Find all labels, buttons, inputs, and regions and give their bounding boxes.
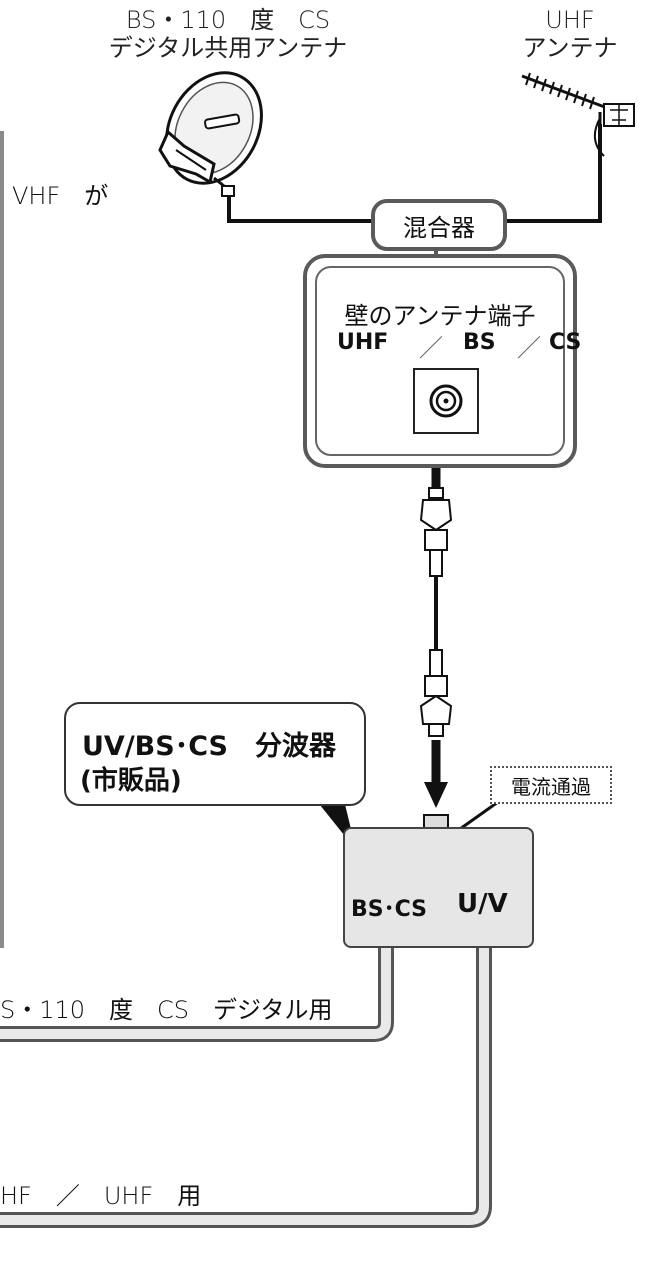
splitter-device: BS･CS U/V: [343, 827, 534, 948]
uhf-antenna-label: UHF アンテナ: [510, 6, 630, 62]
splitter-output-uv: U/V: [457, 889, 508, 919]
splitter-callout: UV/BS･CS 分波器 (市販品): [64, 702, 366, 806]
dish-antenna-label: BS・110 度 CS デジタル共用アンテナ: [82, 6, 374, 62]
yagi-antenna-icon: [521, 72, 635, 157]
wall-separator-2: ／: [517, 334, 541, 362]
dish-antenna-label-line1: BS・110 度 CS: [125, 6, 331, 34]
vhf-note: VHF が: [12, 182, 109, 210]
splitter-sub: (市販品): [80, 766, 182, 796]
left-divider-bar: [0, 131, 4, 948]
dish-antenna-label-line2: デジタル共用アンテナ: [108, 34, 348, 62]
wall-terminal-inner: 壁のアンテナ端子 UHF ／ BS ／ CS: [315, 266, 581, 456]
splitter-name: UV/BS･CS 分波器: [82, 731, 336, 762]
uhf-antenna-label-line2: アンテナ: [522, 34, 618, 62]
wall-bs-label: BS: [463, 330, 496, 355]
wall-cs-label: CS: [549, 330, 582, 355]
arrow-down-icon: [424, 740, 448, 808]
current-pass-tag: 電流通過: [490, 766, 612, 804]
coax-socket-icon: [413, 368, 479, 434]
splitter-output-bscs: BS･CS: [351, 897, 428, 922]
wall-antenna-terminal: 壁のアンテナ端子 UHF ／ BS ／ CS: [303, 254, 581, 468]
mixer-box: 混合器: [371, 199, 507, 251]
f-connector-lower-icon: [419, 649, 453, 737]
wall-uhf-label: UHF: [337, 330, 389, 355]
bscs-cable-label: S・110 度 CS デジタル用: [0, 990, 333, 1025]
wall-separator-1: ／: [419, 334, 443, 362]
current-pass-label: 電流通過: [511, 774, 591, 799]
vu-cable-label: HF ／ UHF 用: [0, 1176, 202, 1211]
wall-terminal-title: 壁のアンテナ端子: [344, 302, 536, 330]
mixer-label: 混合器: [403, 213, 475, 242]
f-connector-upper-icon: [419, 487, 453, 577]
uhf-feed-cable: [507, 124, 602, 223]
satellite-dish-icon: [158, 71, 263, 197]
uhf-antenna-label-line1: UHF: [545, 6, 595, 34]
dish-feed-cable: [227, 190, 372, 223]
